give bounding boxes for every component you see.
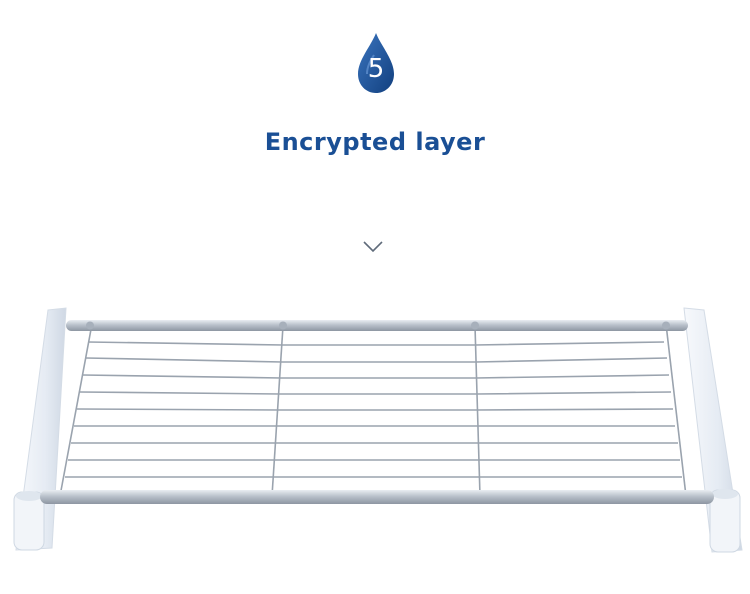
step-badge: 5	[355, 30, 397, 96]
left-end-cap	[13, 307, 67, 551]
shelf-product-image	[13, 307, 743, 553]
front-rod	[40, 490, 714, 504]
wire-grid	[59, 323, 687, 497]
page-title: Encrypted layer	[264, 128, 486, 156]
water-drop-icon	[358, 33, 394, 93]
chevron-down-icon[interactable]	[362, 240, 384, 254]
back-rod	[66, 320, 688, 331]
right-end-cap	[683, 307, 743, 553]
step-number: 5	[367, 54, 385, 84]
